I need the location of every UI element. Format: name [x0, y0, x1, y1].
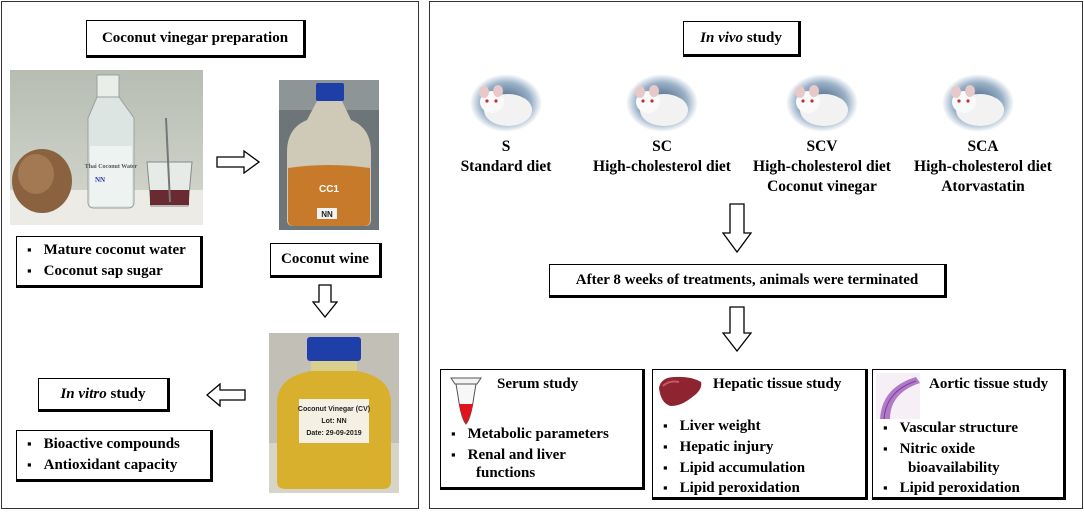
serum-study-box: Serum study Metabolic parameters Renal a…: [440, 369, 645, 490]
vinegar-label-line: Lot: NN: [321, 418, 346, 425]
coconut-wine-label: Coconut wine: [281, 251, 369, 267]
group-sc: SC High-cholesterol diet: [572, 137, 752, 177]
rat-icon: [942, 74, 1014, 132]
aortic-item-continued: bioavailability: [908, 460, 1000, 476]
aortic-item: Nitric oxide: [883, 441, 975, 458]
serum-item: Metabolic parameters: [451, 426, 609, 443]
serum-item: Renal and liver: [451, 447, 566, 464]
hepatic-item: Lipid peroxidation: [663, 480, 800, 497]
arrow-right-icon: [216, 150, 260, 174]
aortic-item: Vascular structure: [883, 420, 1018, 437]
ingredients-box: Mature coconut water Coconut sap sugar: [16, 236, 203, 288]
vinegar-label-line: Coconut Vinegar (CV): [298, 406, 370, 413]
coconut-water-bottle-mark: NN: [95, 176, 105, 184]
group-code: SCV: [806, 138, 838, 155]
in-vitro-title-box: In vitro study: [38, 378, 170, 412]
arrow-down-icon: [722, 203, 752, 253]
group-scv: SCV High-cholesterol diet Coconut vinega…: [732, 137, 912, 197]
wine-jar-label: CC1: [319, 184, 339, 195]
aortic-study-box: Aortic tissue study Vascular structure N…: [872, 369, 1066, 500]
group-code: SC: [652, 138, 672, 155]
group-treatment: Atorvastatin: [941, 178, 1025, 195]
coconut-water-bottle-label: Thai Coconut Water: [85, 164, 138, 170]
group-code: S: [501, 138, 511, 155]
in-vivo-title-italic: In vivo: [700, 29, 744, 46]
in-vitro-item: Antioxidant capacity: [27, 457, 178, 474]
hepatic-item: Liver weight: [663, 418, 761, 435]
vinegar-preparation-title: Coconut vinegar preparation: [101, 29, 289, 46]
in-vitro-item: Bioactive compounds: [27, 436, 180, 453]
in-vitro-list-box: Bioactive compounds Antioxidant capacity: [16, 430, 213, 482]
arrow-down-icon: [722, 306, 752, 352]
wine-jar-mark: NN: [321, 210, 333, 219]
group-diet: High-cholesterol diet: [914, 158, 1052, 175]
rat-icon: [470, 74, 542, 132]
coconut-vinegar-photo: Coconut Vinegar (CV) Lot: NN Date: 29-09…: [269, 333, 399, 493]
ingredient-item: Mature coconut water: [27, 242, 186, 259]
hepatic-item: Hepatic injury: [663, 439, 774, 456]
coconut-wine-photo: CC1 NN: [279, 80, 379, 230]
ingredient-item: Coconut sap sugar: [27, 263, 163, 280]
in-vivo-title-box: In vivo study: [683, 21, 801, 57]
vinegar-preparation-title-box: Coconut vinegar preparation: [86, 20, 306, 58]
in-vivo-title-rest: study: [743, 29, 782, 46]
group-s: S Standard diet: [446, 137, 566, 177]
aortic-item: Lipid peroxidation: [883, 480, 1020, 497]
rat-icon: [626, 74, 698, 132]
liver-icon: [659, 376, 702, 406]
termination-text: After 8 weeks of treatments, animals wer…: [575, 271, 919, 288]
group-sca: SCA High-cholesterol diet Atorvastatin: [893, 137, 1073, 197]
rat-icon: [786, 74, 858, 132]
arrow-left-icon: [206, 383, 246, 407]
coconut-wine-box: Coconut wine: [270, 243, 382, 278]
coconut-water-photo: Thai Coconut Water NN: [10, 70, 203, 225]
aorta-tissue-icon: [876, 373, 920, 419]
hepatic-item: Lipid accumulation: [663, 460, 805, 477]
group-diet: Standard diet: [460, 158, 552, 175]
serum-study-title: Serum study: [497, 376, 579, 392]
hepatic-study-box: Hepatic tissue study Liver weight Hepati…: [652, 369, 868, 500]
group-treatment: Coconut vinegar: [767, 178, 877, 195]
group-diet: High-cholesterol diet: [753, 158, 891, 175]
serum-item-continued: functions: [476, 465, 536, 481]
arrow-down-icon: [312, 284, 338, 318]
test-tube-icon: [450, 377, 482, 425]
in-vitro-title-italic: In vitro: [60, 385, 107, 402]
hepatic-study-title: Hepatic tissue study: [713, 376, 842, 392]
termination-box: After 8 weeks of treatments, animals wer…: [549, 264, 947, 298]
vinegar-label-line: Date: 29-09-2019: [306, 430, 361, 437]
in-vitro-title-rest: study: [106, 385, 146, 402]
aortic-study-title: Aortic tissue study: [929, 376, 1049, 392]
group-code: SCA: [967, 138, 999, 155]
group-diet: High-cholesterol diet: [593, 158, 731, 175]
